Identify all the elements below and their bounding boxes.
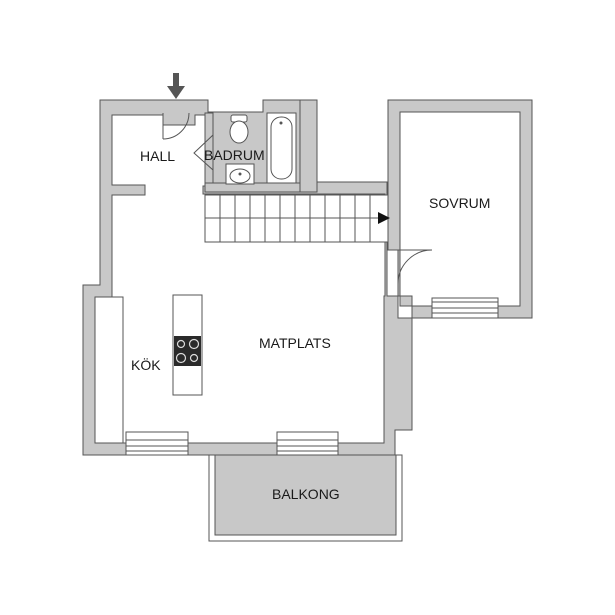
bathroom-wall-right: [299, 99, 318, 193]
toilet-icon: [229, 114, 249, 144]
balcony: [208, 454, 403, 542]
room-label-balkong: BALKONG: [272, 486, 340, 502]
bathroom-wall-bottom: [204, 182, 306, 193]
room-label-matplats: MATPLATS: [259, 335, 331, 351]
sink-icon: [225, 163, 255, 185]
kitchen-counter: [94, 296, 124, 444]
bathroom-door[interactable]: [193, 134, 214, 171]
arrow-right-icon: [378, 212, 390, 224]
entry-door[interactable]: [162, 112, 190, 140]
arrow-down-icon: [167, 73, 185, 99]
room-label-kok: KÖK: [131, 356, 161, 373]
bedroom-window: [431, 297, 499, 319]
bedroom-door[interactable]: [397, 249, 433, 296]
room-label-hall: HALL: [140, 148, 175, 164]
bathtub-icon: [266, 112, 297, 184]
stairs: [204, 194, 389, 243]
dining-window: [276, 431, 339, 456]
stove-icon: [174, 336, 201, 366]
room-label-sovrum: SOVRUM: [429, 195, 490, 211]
bedroom-walls: [387, 99, 533, 319]
kitchen-window: [125, 431, 189, 456]
room-label-badrum: BADRUM: [204, 147, 265, 163]
